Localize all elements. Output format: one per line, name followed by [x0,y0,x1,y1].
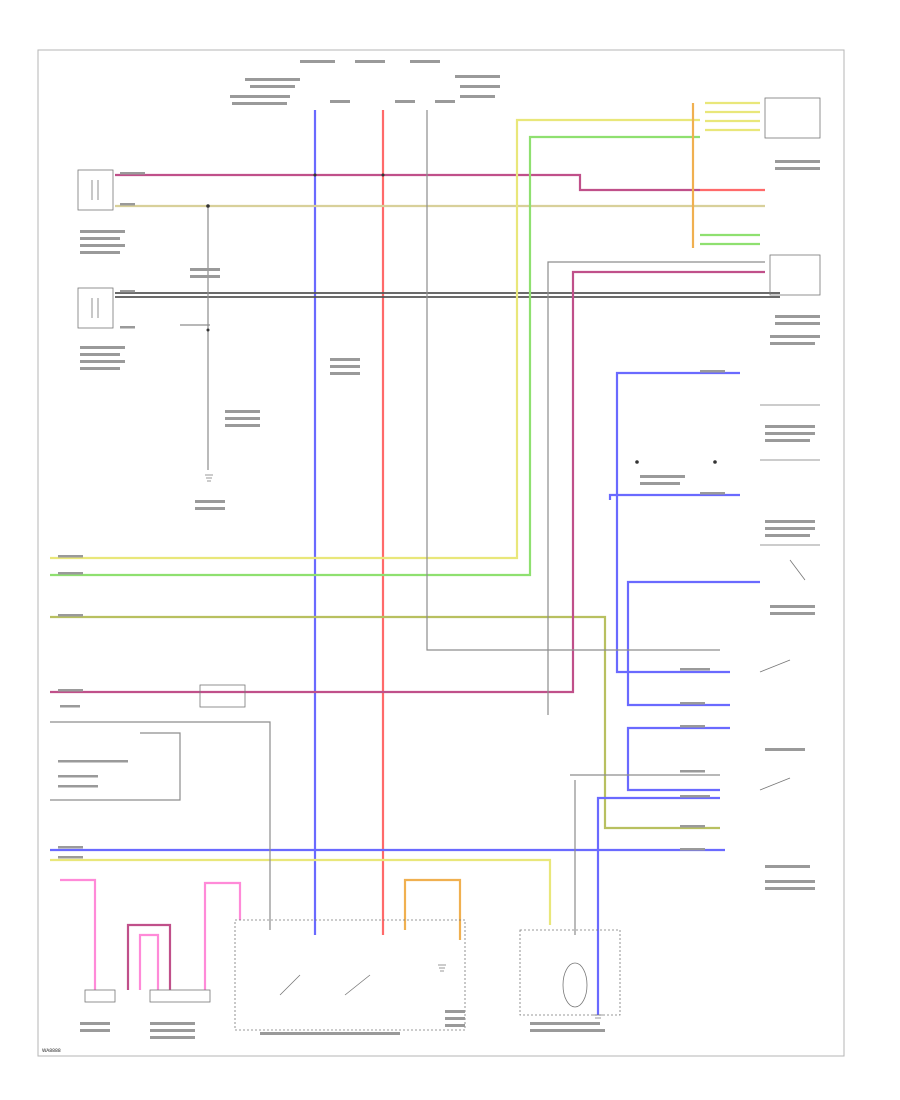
wire-blue-right-3 [626,580,760,707]
wire-gray-right-bottom [570,774,720,935]
wire-olive [50,615,720,830]
wire-yellow-conn-1 [705,101,760,132]
wire-green-long [50,135,700,577]
sensor-box-2 [77,287,114,329]
conn-bl-2 [149,989,211,1003]
wire-blue-right-2 [608,493,740,500]
components [77,97,821,1031]
sensor-box-1 [77,169,114,211]
wire-pink-1 [60,878,97,990]
wire-magenta-mid [50,270,765,694]
ground-1 [205,474,213,482]
motor-box [519,929,621,1016]
label-blocks [58,60,820,1039]
wire-blue-right-4 [626,726,730,792]
ground-2 [438,964,446,972]
wire-pink-4 [203,881,242,990]
junction-dots [206,173,717,464]
wire-yellow-bottom [50,858,552,925]
switch-1 [759,659,791,673]
wire-magenta-top [115,173,700,192]
wire-blue-right-1 [615,371,740,674]
wires [50,101,780,1015]
combo-switch-2 [344,974,371,996]
wire-pink-3 [138,933,160,990]
diagram-frame [37,49,845,1057]
clutch-box [199,684,246,708]
ecm-box [769,254,821,296]
wire-yellow-long [50,118,700,560]
footer-code: WA8888 [42,1048,61,1054]
wire-gray-mid-v [426,110,720,651]
sensor-box-1-inner [91,180,99,200]
combo-switch-1 [279,974,301,996]
wire-blue-right-5 [596,796,720,1015]
wire-green-conn-1 [700,233,760,246]
conn-bl-1 [84,989,116,1003]
switch-2 [759,777,791,791]
wire-pink-2 [126,923,172,990]
wire-gray-left-2 [50,732,181,801]
sensor-box-2-inner [91,298,99,318]
wire-gray-mid [547,261,765,715]
combination-box [234,919,466,1031]
wire-orange-center [403,878,462,940]
switch-5 [760,544,820,581]
motor-symbol [562,962,588,1008]
connector-top-right [764,97,821,139]
wire-gray-left-1 [50,721,271,930]
ground-3 [593,1014,603,1019]
